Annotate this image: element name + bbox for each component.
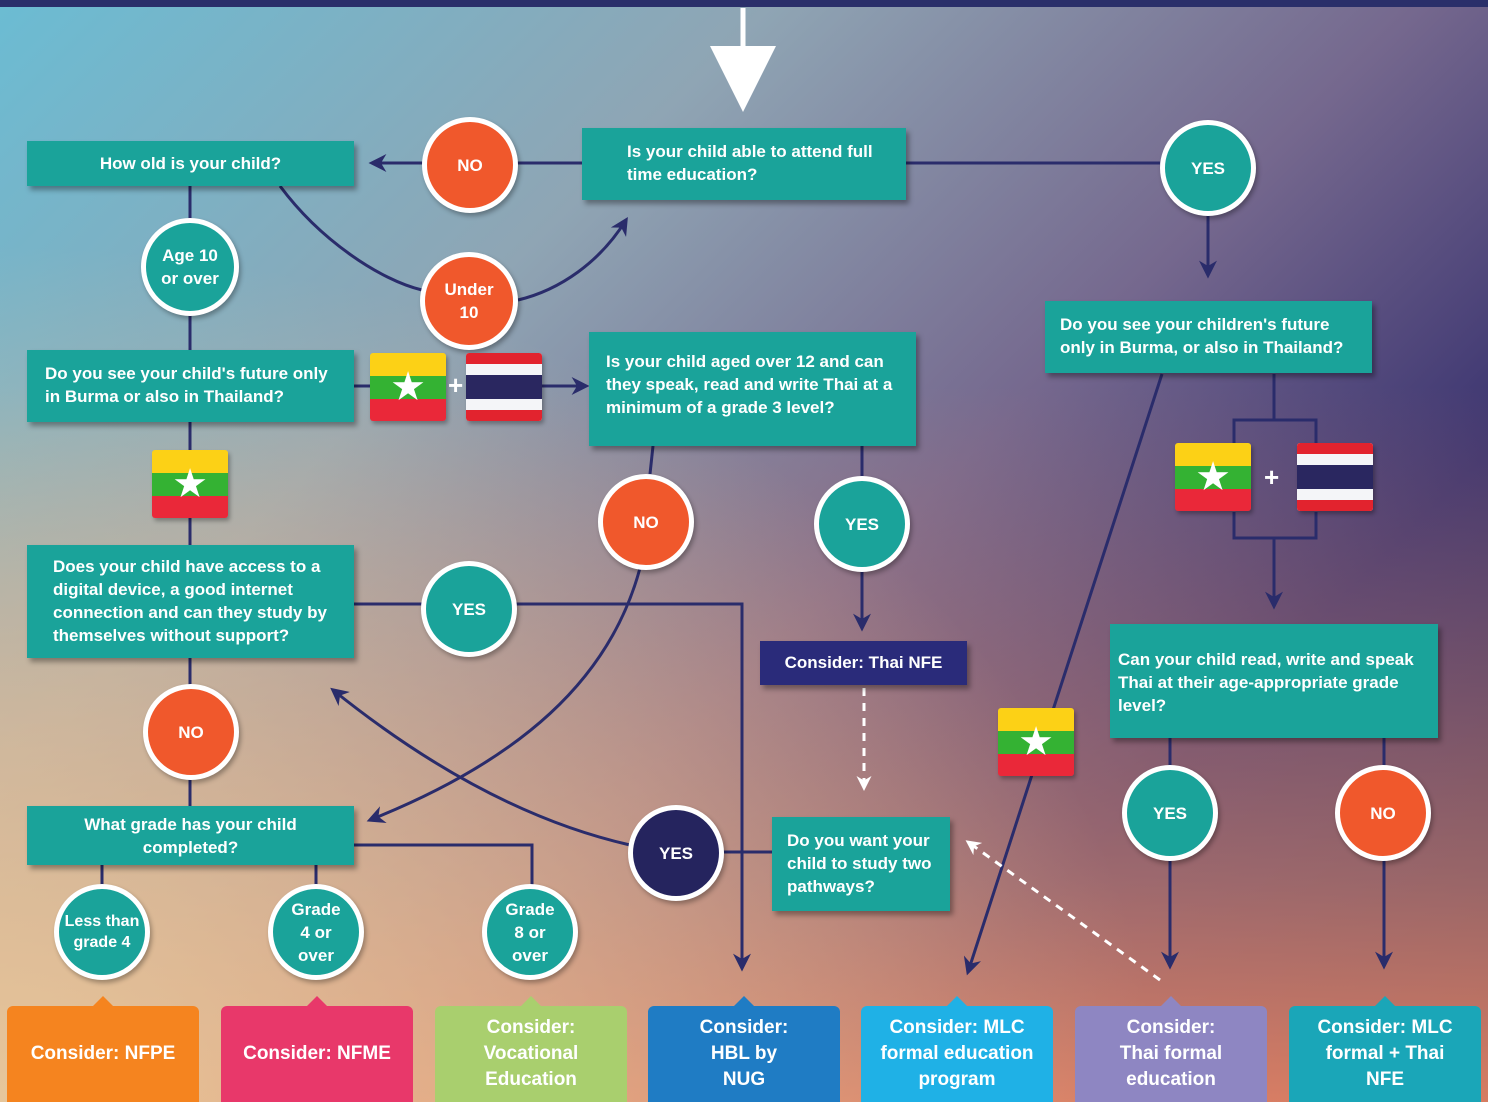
star-icon: ★ (390, 364, 426, 410)
result-thai-formal: Consider: Thai formal education (1075, 996, 1267, 1102)
answer-label: Age 10 or over (161, 246, 219, 288)
question-text: How old is your child? (99, 154, 282, 173)
question-digital-device: Does your child have access to a digital… (27, 545, 354, 658)
answer-yes-pathways: YES (628, 805, 724, 901)
question-text: Can your child read, write and speak Tha… (1118, 650, 1414, 715)
question-how-old: How old is your child? (27, 141, 354, 186)
answer-grade-4-over: Grade 4 or over (268, 884, 364, 980)
question-text: What grade has your child completed? (84, 815, 297, 857)
answer-label: Grade 8 or over (505, 899, 555, 965)
result-pointer (734, 996, 754, 1006)
answer-no-digital: NO (143, 684, 239, 780)
answer-yes-thai: YES (1122, 765, 1218, 861)
question-text: Is your child able to attend full time e… (627, 142, 873, 184)
question-text: Is your child aged over 12 and can they … (606, 352, 893, 417)
result-pointer (307, 996, 327, 1006)
burma-flag-icon: ★ (370, 353, 446, 421)
result-label: Consider: NFPE (30, 1043, 176, 1064)
answer-label: Under 10 (444, 280, 494, 322)
result-pointer (1161, 996, 1181, 1006)
plus-sign: + (448, 370, 464, 400)
answer-label: NO (457, 155, 483, 175)
answer-grade-8-over: Grade 8 or over (482, 884, 578, 980)
result-nfme: Consider: NFME (221, 996, 413, 1102)
answer-label: YES (844, 514, 880, 534)
answer-no-over12: NO (598, 474, 694, 570)
star-icon: ★ (1018, 719, 1054, 765)
result-pointer (93, 996, 113, 1006)
top-bar (0, 0, 1488, 7)
answer-yes-digital: YES (421, 561, 517, 657)
answer-label: NO (178, 722, 204, 742)
answer-yes-over12: YES (814, 476, 910, 572)
question-read-write-thai: Can your child read, write and speak Tha… (1110, 624, 1438, 738)
entry-arrow-head (710, 46, 776, 112)
question-future-child: Do you see your child's future only in B… (27, 350, 354, 422)
thailand-flag-icon (1297, 443, 1373, 511)
result-label: Consider: MLC formal + Thai NFE (1317, 1017, 1453, 1090)
result-pointer (521, 996, 541, 1006)
question-aged-over-12: Is your child aged over 12 and can they … (589, 332, 916, 446)
result-mlc-thai-nfe: Consider: MLC formal + Thai NFE (1289, 996, 1481, 1102)
answer-no-attend: NO (422, 117, 518, 213)
answer-yes-attend: YES (1160, 120, 1256, 216)
answer-under-10: Under 10 (420, 252, 518, 350)
consider-thai-nfe-text: Consider: Thai NFE (784, 653, 943, 672)
answer-less-grade-4: Less than grade 4 (54, 884, 150, 980)
result-vocational: Consider: Vocational Education (435, 996, 627, 1102)
result-label: Consider: Vocational Education (483, 1017, 579, 1090)
result-hbl-nug: Consider: HBL by NUG (648, 996, 840, 1102)
star-icon: ★ (172, 461, 208, 507)
result-label: Consider: HBL by NUG (699, 1017, 789, 1090)
result-pointer (1375, 996, 1395, 1006)
star-icon: ★ (1195, 454, 1231, 500)
consider-thai-nfe-box: Consider: Thai NFE (760, 641, 967, 685)
burma-flag-icon: ★ (1175, 443, 1251, 511)
result-nfpe: Consider: NFPE (7, 996, 199, 1102)
result-label: Consider: NFME (243, 1043, 391, 1064)
answer-age-10-over: Age 10 or over (141, 218, 239, 316)
thailand-flag-icon (466, 353, 542, 421)
answer-label: NO (1370, 803, 1396, 823)
answer-label: YES (451, 599, 487, 619)
result-pointer (947, 996, 967, 1006)
plus-sign: + (1264, 462, 1280, 492)
result-mlc-formal: Consider: MLC formal education program (861, 996, 1053, 1102)
result-label: Consider: Thai formal education (1119, 1017, 1223, 1090)
answer-label: YES (1190, 158, 1226, 178)
answer-label: NO (633, 512, 659, 532)
question-text: Do you want your child to study two path… (787, 831, 932, 896)
answer-label: Less than grade 4 (64, 913, 140, 951)
question-text: Do you see your children's future only i… (1060, 315, 1344, 357)
question-text: Does your child have access to a digital… (53, 557, 327, 645)
burma-flag-icon: ★ (152, 450, 228, 518)
result-label: Consider: MLC formal education program (880, 1017, 1034, 1090)
question-text: Do you see your child's future only in B… (45, 364, 328, 406)
question-two-pathways: Do you want your child to study two path… (772, 817, 950, 911)
burma-flag-icon: ★ (998, 708, 1074, 776)
answer-label: YES (658, 843, 694, 863)
question-attend-full-time: Is your child able to attend full time e… (582, 128, 906, 200)
answer-no-thai: NO (1335, 765, 1431, 861)
answer-label: YES (1152, 803, 1188, 823)
question-grade-completed: What grade has your child completed? (27, 806, 354, 865)
answer-label: Grade 4 or over (291, 899, 341, 965)
question-future-children: Do you see your children's future only i… (1045, 301, 1372, 373)
